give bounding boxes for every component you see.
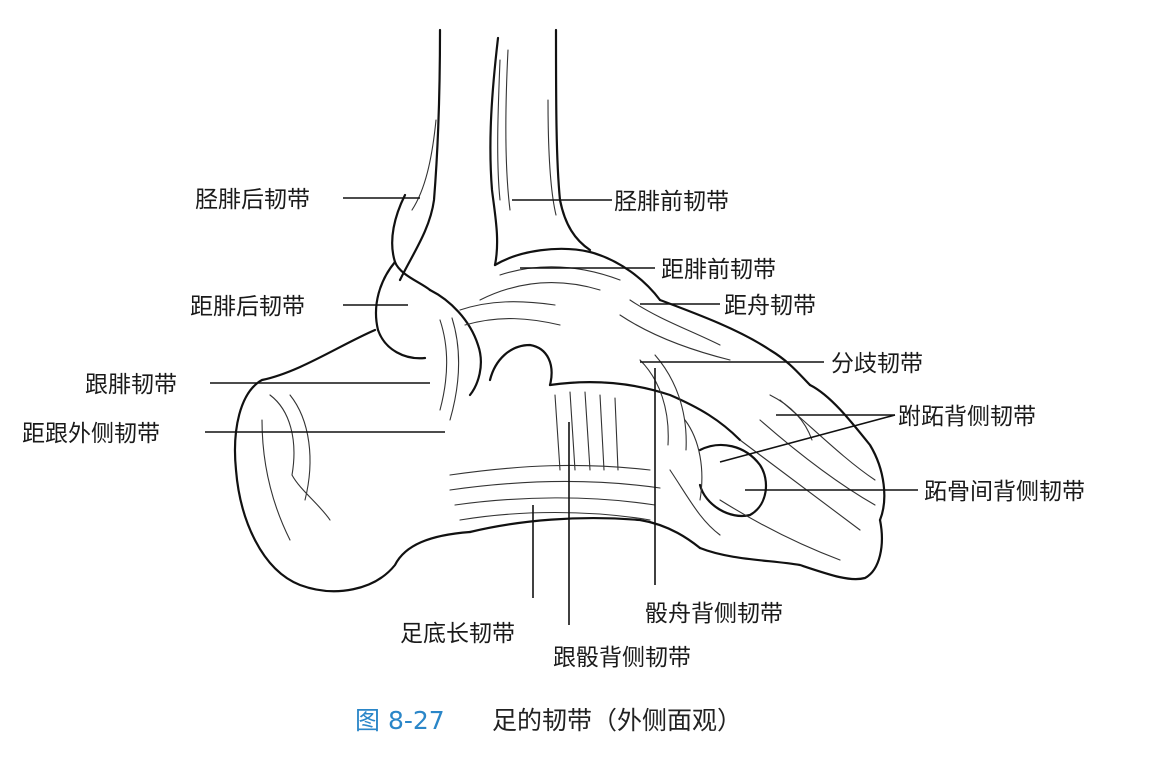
label-calcaneocuboid-dorsal: 跟骰背侧韧带 (553, 645, 691, 671)
label-bifurcate: 分歧韧带 (831, 351, 923, 377)
label-talofibular-anterior: 距腓前韧带 (661, 257, 776, 283)
label-tibiofibular-anterior: 胫腓前韧带 (614, 189, 729, 215)
label-talonavicular: 距舟韧带 (724, 293, 816, 319)
forefoot (669, 383, 886, 581)
leader-tarsometatarsal-b (719, 414, 896, 463)
label-tibiofibular-posterior: 胫腓后韧带 (195, 187, 310, 213)
label-talofibular-posterior: 距腓后韧带 (190, 294, 305, 320)
caption-text: 足的韧带（外侧面观） (492, 706, 742, 735)
label-cuboideonavicular-dorsal: 骰舟背侧韧带 (645, 601, 783, 627)
ankle-region (374, 247, 662, 421)
label-talocalcaneal-lateral: 距跟外侧韧带 (22, 421, 160, 447)
foot-illustration (233, 28, 886, 593)
label-metatarsal-interosseous-dorsal: 跖骨间背侧韧带 (924, 479, 1085, 505)
labels: 胫腓后韧带 胫腓前韧带 距腓前韧带 距舟韧带 距腓后韧带 分歧韧带 跟腓韧带 跗… (22, 187, 1085, 671)
label-calcaneofibular: 跟腓韧带 (85, 372, 177, 398)
label-tarsometatarsal-dorsal: 跗跖背侧韧带 (898, 404, 1036, 430)
midfoot (449, 298, 812, 550)
label-plantar-long: 足底长韧带 (400, 621, 515, 647)
caption-number: 图 8-27 (355, 706, 445, 735)
figure-caption: 图 8-27 足的韧带（外侧面观） (355, 706, 742, 735)
leg-bones (391, 28, 592, 292)
leader-lines (205, 197, 918, 625)
calcaneus (233, 328, 472, 593)
